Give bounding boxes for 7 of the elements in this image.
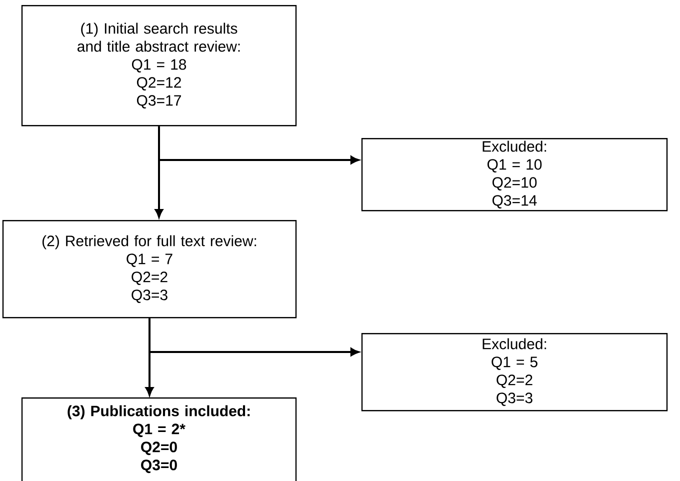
arrow	[148, 318, 359, 356]
process-box: Excluded: Q1 = 5 Q2=2 Q3=3	[361, 333, 668, 412]
process-box: Excluded: Q1 = 10 Q2=10 Q3=14	[361, 138, 668, 212]
process-box: (3) Publications included: Q1 = 2* Q2=0 Q3=0	[21, 397, 297, 481]
arrow	[158, 126, 359, 164]
process-box: (1) Initial search results and title abstract review: Q1 = 18 Q2=12 Q3=17	[21, 5, 297, 126]
process-box: (2) Retrieved for full text review: Q1 = 7 Q2=2 Q3=3	[2, 220, 297, 318]
